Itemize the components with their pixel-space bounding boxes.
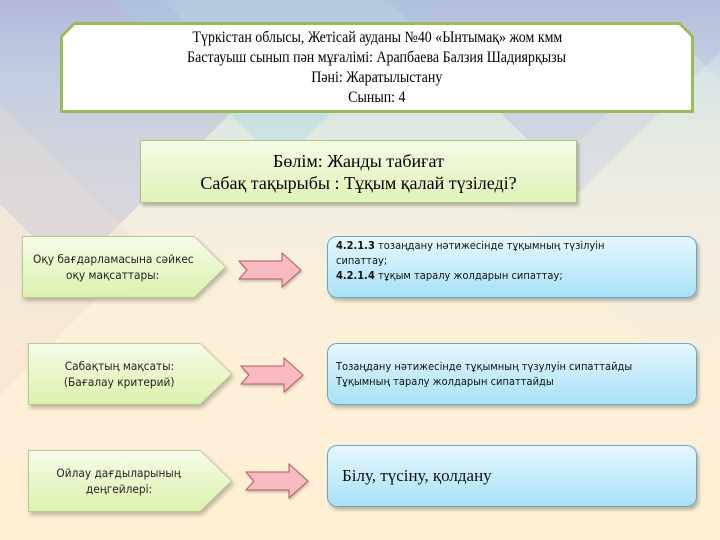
label-line: оқу мақсаттары:	[66, 268, 160, 282]
header-content: Түркістан облысы, Жетісай ауданы №40 «Ын…	[63, 25, 691, 110]
label-line: Сабақтың мақсаты:	[64, 359, 174, 373]
thinking-skills-label: Ойлау дағдыларының деңгейлері:	[28, 450, 232, 512]
thinking-skills-content: Білу, түсіну, қолдану	[327, 445, 697, 507]
lesson-goal-content: Тозаңдану нәтижесінде тұқымның түзулуін …	[327, 343, 697, 405]
objective-line: 4.2.1.4 тұқым таралу жолдарын сипаттау;	[336, 269, 563, 282]
lesson-title: Сабақ тақырыбы : Тұқым қалай түзіледі?	[200, 172, 517, 193]
lesson-goal-label: Сабақтың мақсаты: (Бағалау критерий)	[28, 343, 232, 405]
teacher-name: Бастауыш сынып пән мұғалімі: Арапбаева Б…	[187, 48, 567, 66]
section-title: Бөлім: Жанды табиғат	[273, 150, 444, 171]
goal-line: Тозаңдану нәтижесінде тұқымның түзулуін …	[336, 360, 633, 373]
arrow-icon	[245, 463, 309, 499]
arrow-icon	[240, 357, 304, 393]
objective-line: 4.2.1.3 тозаңдану нәтижесінде тұқымның т…	[336, 239, 605, 252]
label-line: (Бағалау критерий)	[63, 375, 175, 389]
skills-text: Білу, түсіну, қолдану	[342, 466, 492, 485]
subject: Пәні: Жаратылыстану	[311, 68, 443, 86]
topic-box: Бөлім: Жанды табиғат Сабақ тақырыбы : Тұ…	[140, 140, 577, 203]
learning-objectives-label: Оқу бағдарламасына сәйкес оқу мақсаттары…	[22, 236, 226, 298]
label-line: деңгейлері:	[85, 482, 153, 496]
label-line: Оқу бағдарламасына сәйкес	[32, 252, 194, 266]
grade: Сынып: 4	[348, 88, 406, 106]
label-line: Ойлау дағдыларының	[56, 466, 182, 480]
objective-line: сипаттау;	[336, 254, 388, 267]
school-name: Түркістан облысы, Жетісай ауданы №40 «Ын…	[192, 28, 562, 46]
header-box: Түркістан облысы, Жетісай ауданы №40 «Ын…	[60, 22, 694, 113]
goal-line: Тұқымның таралу жолдарын сипаттайды	[336, 375, 554, 388]
learning-objectives-content: 4.2.1.3 тозаңдану нәтижесінде тұқымның т…	[327, 236, 697, 298]
arrow-icon	[238, 252, 302, 288]
